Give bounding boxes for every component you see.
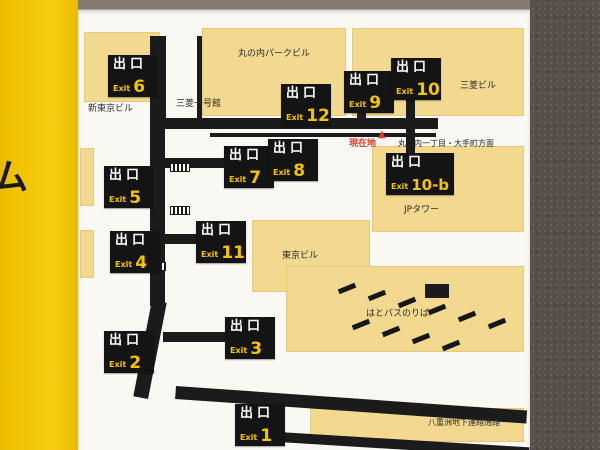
exit-number: 12 — [306, 105, 330, 126]
label-marunouchi-park: 丸の内パークビル — [238, 49, 311, 59]
exit-en-label: Exit — [109, 194, 127, 204]
exit-number: 11 — [221, 242, 245, 263]
exit-number: 4 — [135, 252, 148, 273]
partial-japanese-glyph: ム — [0, 157, 29, 198]
exit-number: 5 — [129, 187, 142, 208]
exit-en-label: Exit — [286, 112, 304, 122]
exit-jp-label: 出口 — [115, 233, 150, 248]
exit-number: 1 — [260, 425, 273, 446]
exit-en-label: Exit — [229, 174, 247, 184]
exit-en-label: Exit — [349, 99, 367, 109]
label-jp-tower: JPタワー — [404, 205, 440, 215]
exit-jp-label: 出口 — [113, 57, 148, 72]
label-mitsubishi: 三菱ビル — [460, 81, 497, 91]
passage-vertical-main — [150, 118, 165, 306]
exit-number: 2 — [129, 352, 142, 373]
exit-en-label: Exit — [201, 249, 219, 259]
stub-exit10b — [406, 127, 415, 155]
label-hato-bus: はとバスのりば — [366, 309, 430, 319]
exit-jp-label: 出口 — [273, 141, 308, 156]
exit-number: 6 — [133, 76, 146, 97]
exit-jp-label: 出口 — [396, 60, 431, 75]
street-line-thin — [210, 133, 436, 137]
structure-block — [425, 284, 449, 298]
building-edge-line — [197, 36, 202, 122]
exit-number: 10-b — [411, 176, 450, 195]
exit-number: 10 — [416, 79, 440, 100]
exit-en-label: Exit — [273, 167, 291, 177]
exit-jp-label: 出口 — [229, 148, 264, 163]
label-shin-tokyo: 新東京ビル — [88, 104, 134, 114]
exit-number: 3 — [250, 338, 263, 359]
exit-en-label: Exit — [115, 259, 133, 269]
stairs-icon — [170, 163, 190, 172]
wall-texture — [530, 0, 600, 450]
label-yaesu-passage: 八重洲地下連絡通路 — [428, 418, 500, 427]
yellow-pillar: ム — [0, 0, 78, 450]
exit-en-label: Exit — [109, 359, 127, 369]
exit-jp-label: 出口 — [240, 406, 275, 421]
exit-jp-label: 出口 — [230, 319, 265, 334]
exit-en-label: Exit — [230, 345, 248, 355]
exit-number: 7 — [249, 167, 262, 188]
exit-en-label: Exit — [391, 181, 409, 191]
exit-jp-label: 出口 — [349, 73, 384, 88]
stairs-icon — [170, 206, 190, 215]
exit-number: 9 — [369, 92, 382, 113]
passage-branch-exit3 — [163, 332, 265, 342]
exit-en-label: Exit — [113, 83, 131, 93]
building-hato-bus-area — [286, 266, 524, 352]
label-mitsubishi-ichigokan: 三菱一号館 — [176, 99, 222, 109]
exit-jp-label: 出口 — [109, 333, 144, 348]
exit-jp-label: 出口 — [391, 155, 426, 170]
exit-jp-label: 出口 — [109, 168, 144, 183]
wall-top-strip — [78, 0, 530, 9]
current-location-triangle-icon: ▲ — [378, 129, 386, 140]
current-location-marker: 現在地 ▲ — [349, 129, 386, 150]
exit-number: 8 — [293, 160, 306, 181]
direction-label: 丸の内一丁目・大手町方面 — [398, 139, 494, 148]
current-location-label: 現在地 — [349, 139, 377, 149]
exit-en-label: Exit — [240, 432, 258, 442]
exit-en-label: Exit — [396, 86, 414, 96]
exit-jp-label: 出口 — [201, 223, 236, 238]
exit-jp-label: 出口 — [286, 86, 321, 101]
building-left-sliver-upper — [80, 148, 94, 206]
label-tokyo-building: 東京ビル — [282, 251, 319, 261]
building-left-sliver-lower — [80, 230, 94, 278]
stub-exit10 — [406, 92, 415, 120]
